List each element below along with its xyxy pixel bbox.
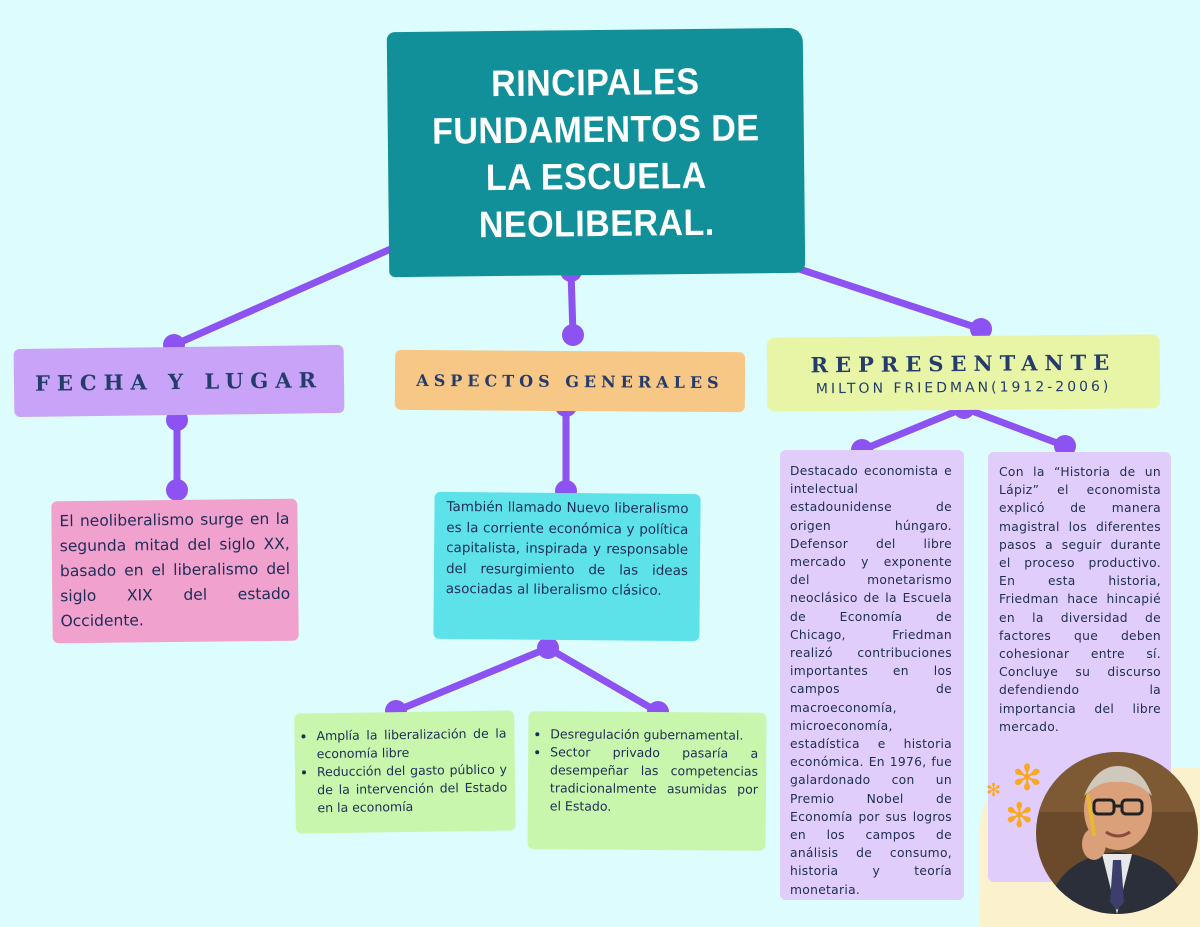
title-box: RINCIPALES FUNDAMENTOS DE LA ESCUELA NEO… (386, 27, 806, 278)
list-item: Sector privado pasaría a desempeñar las … (550, 743, 758, 816)
aspectos-left-card: Amplía la liberalización de la economía … (294, 710, 516, 834)
connector-title-fecha (170, 240, 406, 349)
list-item: Desregulación gubernamental. (550, 725, 758, 744)
connector-dot (537, 637, 559, 659)
fecha-lugar-text: El neoliberalismo surge en la segunda mi… (59, 509, 291, 631)
fecha-lugar-card: El neoliberalismo surge en la segunda mi… (51, 498, 299, 644)
aspectos-right-card: Desregulación gubernamental. Sector priv… (527, 711, 767, 851)
portrait-illustration (1036, 752, 1198, 914)
connector-title-representante (774, 258, 985, 333)
connector-cyan-right (544, 644, 662, 716)
page-title: RINCIPALES FUNDAMENTOS DE LA ESCUELA NEO… (431, 60, 760, 245)
friedman-lapiz-card: Con la “Historia de un Lápiz” el economi… (988, 452, 1171, 882)
representante-subtitle: MILTON FRIEDMAN(1912-2006) (815, 378, 1112, 397)
aspectos-text: También llamado Nuevo liberalismo es la … (445, 498, 689, 599)
aspectos-right-list: Desregulación gubernamental. Sector priv… (534, 725, 759, 817)
friedman-bio-text: Destacado economista e intelectual estad… (790, 464, 952, 897)
friedman-lapiz-text: Con la “Historia de un Lápiz” el economi… (999, 465, 1161, 734)
fecha-lugar-heading: FECHA Y LUGAR (34, 366, 324, 396)
connector-dot (166, 479, 188, 501)
friedman-bio-card: Destacado economista e intelectual estad… (780, 450, 964, 900)
representante-heading: REPRESENTANTE (810, 349, 1117, 377)
connector-dot (970, 318, 992, 340)
representante-band: REPRESENTANTE MILTON FRIEDMAN(1912-2006) (766, 334, 1161, 412)
list-item: Amplía la liberalización de la economía … (316, 725, 506, 764)
orange-asterisk-icon: ✻ (986, 780, 1002, 801)
orange-asterisk-icon: ✻ (1012, 758, 1043, 799)
connector-rep-left (858, 404, 968, 454)
fecha-lugar-band: FECHA Y LUGAR (13, 344, 345, 418)
connector-rep-right (960, 404, 1069, 450)
aspectos-card: También llamado Nuevo liberalismo es la … (433, 491, 701, 642)
list-item: Reducción del gasto público y de la inte… (317, 761, 508, 818)
aspectos-generales-heading: ASPECTOS GENERALES (416, 370, 724, 392)
orange-asterisk-icon: ✻ (1005, 796, 1034, 836)
connector-dot (1054, 435, 1076, 457)
aspectos-left-list: Amplía la liberalización de la economía … (300, 725, 507, 818)
aspectos-generales-band: ASPECTOS GENERALES (394, 349, 746, 413)
connector-cyan-left (392, 644, 552, 715)
portrait-photo (1036, 752, 1198, 914)
connector-dot (562, 324, 584, 346)
